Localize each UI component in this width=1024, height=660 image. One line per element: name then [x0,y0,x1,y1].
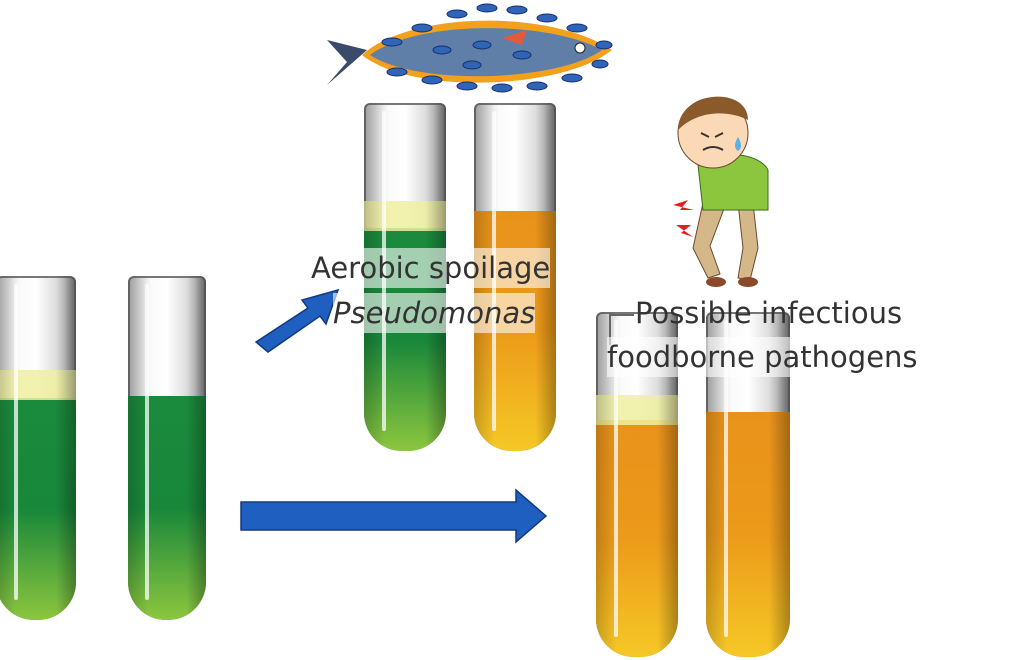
possible-infectious-label: Possible infectious [635,296,903,330]
sick-person-illustration [673,96,769,287]
diagonal-arrow [254,288,340,353]
pseudomonas-label: Pseudomonas [333,293,536,333]
horizontal-arrow [240,488,548,544]
test-tube-green-initial-2 [128,276,206,620]
aerobic-spoilage-label: Aerobic spoilage [311,248,551,288]
label-connector-line [609,314,634,345]
fish-illustration [327,3,613,93]
test-tube-green-initial-1 [0,276,76,620]
foodborne-pathogens-label: foodborne pathogens [607,337,918,377]
